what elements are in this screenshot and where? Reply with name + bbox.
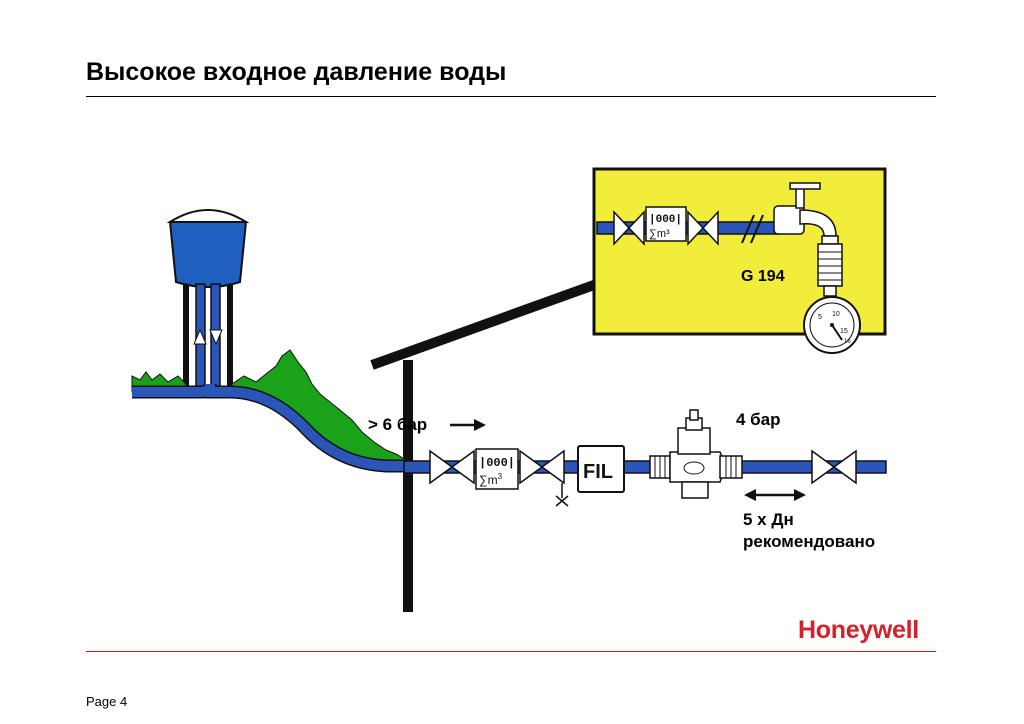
meter-digits: |000|	[479, 456, 515, 470]
footer-divider	[86, 651, 936, 652]
filter-icon: FIL	[577, 445, 625, 493]
grass-terrain	[131, 349, 407, 473]
recommended-label: рекомендовано	[743, 532, 875, 551]
straight-run-label: 5 x Дн	[743, 510, 794, 529]
page-number: Page 4	[86, 694, 128, 709]
straight-run-arrow-icon	[744, 489, 806, 501]
valve-outlet-icon	[811, 449, 857, 485]
gauge-tick-label: 15	[840, 328, 848, 335]
water-meter-icon: |000| ∑m3	[475, 448, 519, 490]
house-outline	[370, 280, 596, 612]
gauge-tick-label: 10	[832, 311, 840, 318]
title-divider	[86, 96, 936, 97]
svg-text:∑m³: ∑m³	[649, 228, 670, 240]
gauge-tick-label: 16	[844, 339, 851, 345]
inset-water-meter-icon: |000| ∑m³	[645, 206, 687, 242]
gauge-adapter-icon	[817, 243, 843, 297]
svg-text:|000|: |000|	[649, 214, 682, 226]
gauge-tick-label: 5	[818, 314, 822, 321]
pressure-reducing-valve-icon	[649, 409, 743, 499]
inset-valve-left-icon	[613, 210, 645, 246]
valve-inlet-icon	[429, 449, 475, 485]
meter-unit-m: m	[488, 473, 498, 487]
valve-drain-icon	[519, 449, 569, 507]
filter-label: FIL	[583, 461, 613, 483]
house-installation-inset: |000| ∑m³	[592, 167, 887, 354]
honeywell-logo: Honeywell	[798, 616, 919, 644]
supply-pipe	[132, 383, 410, 473]
water-tower-icon	[166, 209, 250, 391]
outlet-pressure-label: 4 бар	[736, 410, 781, 429]
flow-arrow-icon	[450, 419, 486, 431]
meter-unit-sigma: ∑	[479, 473, 488, 487]
pressure-gauge-icon: 5 10 15 16	[803, 296, 861, 354]
gauge-model-label: G 194	[741, 268, 785, 285]
page-title: Высокое входное давление воды	[86, 58, 507, 86]
house-pipe: |000| ∑m3 FIL	[403, 409, 887, 507]
inset-valve-right-icon	[687, 210, 719, 246]
tap-icon	[773, 182, 839, 245]
meter-unit-exp: 3	[498, 472, 503, 481]
inlet-pressure-label: > 6 бар	[368, 415, 427, 434]
svg-text:∑m3: ∑m3	[479, 472, 503, 487]
